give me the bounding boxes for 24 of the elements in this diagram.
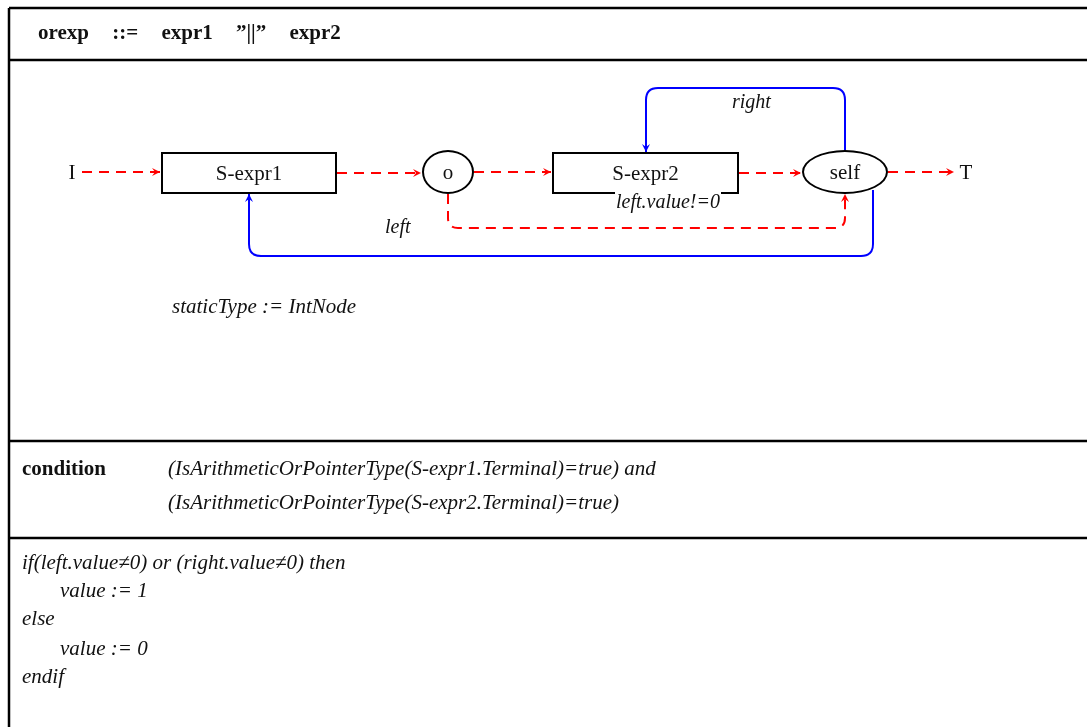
process-box: S-expr1 <box>161 152 337 194</box>
code-line: value := 0 <box>60 636 148 661</box>
arrow <box>447 193 849 229</box>
arrow <box>887 168 955 176</box>
arrow <box>473 168 552 176</box>
table-heading: orexp ::= expr1 ”||” expr2 <box>38 20 341 45</box>
arrow <box>81 168 161 176</box>
code-line: else <box>22 606 55 631</box>
code-line: if(left.value≠0) or (right.value≠0) then <box>22 550 346 575</box>
arrow <box>738 169 802 177</box>
condition-expression: (IsArithmeticOrPointerType(S-expr2.Terminal)=true) <box>168 490 619 515</box>
start-label: I <box>62 160 82 184</box>
type-annotation: staticType := IntNode <box>172 294 357 319</box>
edge-label: left.value!=0 <box>615 190 721 212</box>
circle-node: o <box>422 150 474 194</box>
condition-keyword: condition <box>22 456 107 481</box>
ellipse-node: self <box>802 150 888 194</box>
process-box: S-expr2 <box>552 152 739 194</box>
arrow <box>336 169 422 177</box>
condition-expression: (IsArithmeticOrPointerType(S-expr1.Terminal)=true) and <box>168 456 656 481</box>
end-label: T <box>955 160 977 184</box>
arrow <box>642 87 846 153</box>
edge-label: left <box>384 215 412 237</box>
code-line: value := 1 <box>60 578 148 603</box>
